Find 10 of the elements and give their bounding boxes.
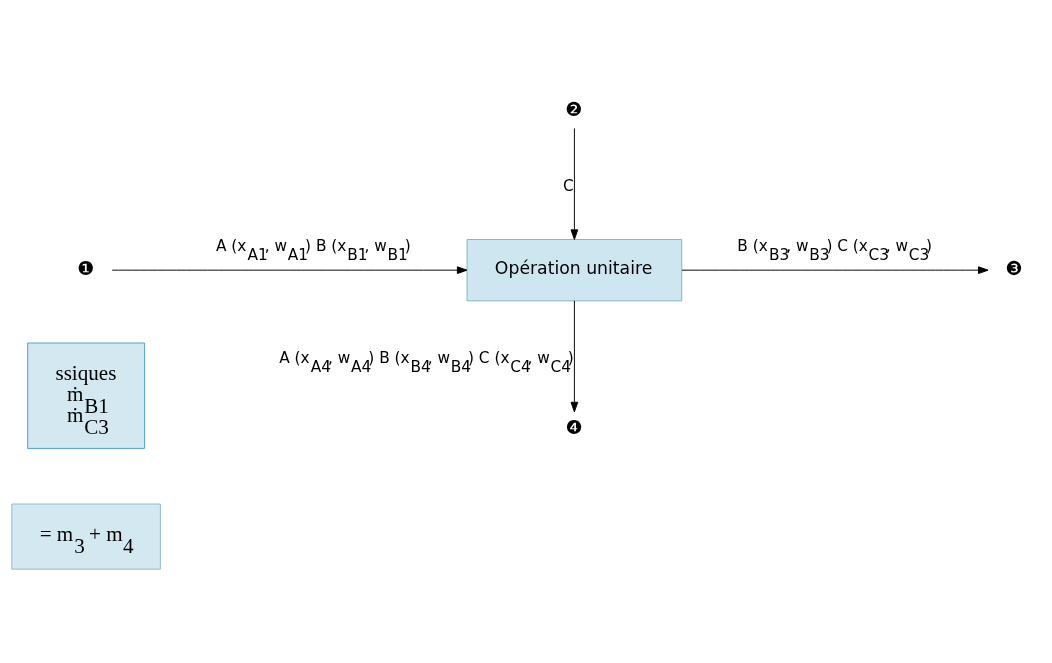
edge-label: C bbox=[562, 177, 574, 196]
node-text: ❹ bbox=[565, 416, 583, 440]
node-text: ❷ bbox=[565, 97, 583, 121]
node-box: Opération unitaire bbox=[466, 239, 683, 302]
node-text: ❸ bbox=[1005, 256, 1023, 280]
node-text: ❶ bbox=[77, 256, 95, 280]
arrow bbox=[570, 127, 579, 240]
arrow bbox=[570, 300, 579, 413]
arrow bbox=[681, 266, 989, 274]
arrow bbox=[111, 266, 468, 274]
